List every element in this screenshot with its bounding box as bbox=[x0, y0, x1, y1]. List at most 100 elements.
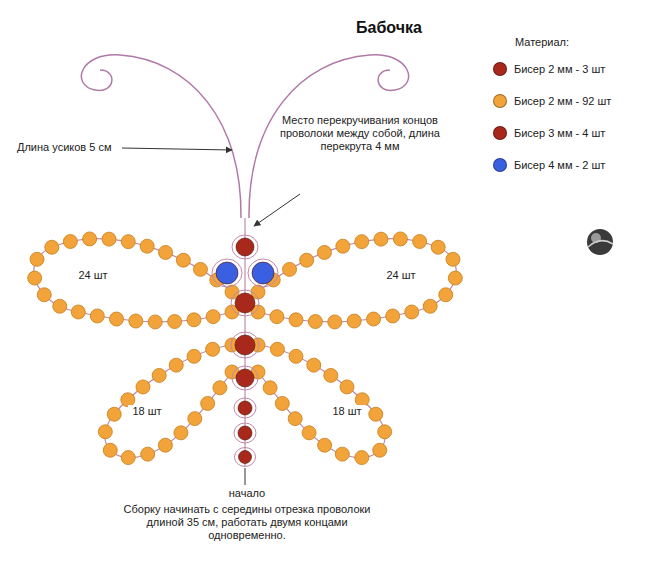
orange-bead bbox=[431, 240, 445, 254]
bead-count: 18 шт bbox=[128, 405, 166, 418]
legend-item: Бисер 2 мм - 92 шт bbox=[493, 94, 611, 108]
wing-wire bbox=[34, 239, 232, 322]
orange-bead bbox=[308, 315, 322, 329]
body-bead bbox=[238, 426, 252, 440]
orange-bead bbox=[187, 313, 201, 327]
orange-bead bbox=[159, 245, 173, 259]
body-bead bbox=[216, 262, 238, 284]
orange-bead bbox=[317, 245, 331, 259]
orange-bead bbox=[355, 235, 369, 249]
note: Место перекручивания концов проволоки ме… bbox=[278, 114, 442, 153]
body-bead bbox=[252, 262, 274, 284]
legend-swatch bbox=[493, 158, 507, 172]
legend-swatch bbox=[493, 126, 507, 140]
legend-swatch bbox=[493, 94, 507, 108]
body-bead bbox=[235, 335, 255, 355]
wire-loop bbox=[234, 423, 256, 443]
title: Бабочка bbox=[356, 18, 422, 38]
orange-bead bbox=[355, 451, 369, 465]
orange-bead bbox=[45, 240, 59, 254]
wire-loop bbox=[248, 259, 278, 287]
bead-count: 24 шт bbox=[382, 269, 420, 282]
orange-bead bbox=[206, 310, 220, 324]
wire-loop bbox=[232, 235, 258, 259]
wire-loop bbox=[235, 448, 256, 467]
orange-bead bbox=[307, 358, 321, 372]
orange-bead bbox=[174, 426, 188, 440]
orange-bead bbox=[168, 315, 182, 329]
orange-bead bbox=[103, 443, 117, 457]
orange-bead bbox=[378, 425, 392, 439]
bead-count: 18 шт bbox=[328, 405, 366, 418]
leader-line bbox=[245, 468, 246, 485]
orange-bead bbox=[109, 312, 123, 326]
orange-bead bbox=[30, 252, 44, 266]
legend-text: Бисер 2 мм - 3 шт bbox=[514, 63, 605, 76]
orange-bead bbox=[448, 271, 462, 285]
orange-bead bbox=[63, 235, 77, 249]
orange-bead bbox=[187, 349, 201, 363]
orange-bead bbox=[367, 312, 381, 326]
orange-bead bbox=[328, 315, 342, 329]
bead-count: 24 шт bbox=[74, 269, 112, 282]
orange-bead bbox=[393, 232, 407, 246]
orange-bead bbox=[347, 314, 361, 328]
body-bead bbox=[235, 293, 255, 313]
body-bead bbox=[236, 369, 254, 387]
note: Материал: bbox=[513, 36, 571, 49]
orange-bead bbox=[201, 396, 215, 410]
orange-bead bbox=[300, 253, 314, 267]
orange-bead bbox=[83, 232, 97, 246]
body-bead bbox=[238, 401, 252, 415]
orange-bead bbox=[270, 342, 284, 356]
orange-bead bbox=[121, 451, 135, 465]
orange-bead bbox=[335, 447, 349, 461]
orange-bead bbox=[136, 380, 150, 394]
orange-bead bbox=[176, 253, 190, 267]
legend-item: Бисер 2 мм - 3 шт bbox=[493, 62, 605, 76]
orange-bead bbox=[324, 368, 338, 382]
wing-wire bbox=[258, 345, 385, 458]
orange-bead bbox=[446, 252, 460, 266]
orange-bead bbox=[318, 438, 332, 452]
orange-bead bbox=[71, 305, 85, 319]
orange-bead bbox=[53, 299, 67, 313]
legend-text: Бисер 2 мм - 92 шт bbox=[514, 95, 611, 108]
orange-bead bbox=[369, 407, 383, 421]
orange-bead bbox=[423, 299, 437, 313]
orange-bead bbox=[275, 396, 289, 410]
note: Сборку начинать с середины отрезка прово… bbox=[110, 503, 384, 542]
orange-bead bbox=[336, 239, 350, 253]
orange-bead bbox=[152, 368, 166, 382]
wing-wire bbox=[258, 239, 456, 322]
leader-line bbox=[254, 194, 300, 226]
wire-loop bbox=[231, 332, 259, 358]
note: Длина усиков 5 см bbox=[15, 141, 113, 154]
orange-bead bbox=[107, 407, 121, 421]
orange-bead bbox=[141, 447, 155, 461]
orange-bead bbox=[340, 380, 354, 394]
orange-bead bbox=[289, 313, 303, 327]
orange-bead bbox=[283, 262, 297, 276]
orange-bead bbox=[374, 232, 388, 246]
orange-bead bbox=[90, 309, 104, 323]
legend-item: Бисер 3 мм - 4 шт bbox=[493, 126, 605, 140]
orange-bead bbox=[140, 239, 154, 253]
orange-bead bbox=[102, 232, 116, 246]
legend-swatch bbox=[493, 62, 507, 76]
orange-bead bbox=[37, 288, 51, 302]
note: начало bbox=[205, 487, 289, 500]
legend-text: Бисер 4 мм - 2 шт bbox=[514, 159, 605, 172]
orange-bead bbox=[98, 425, 112, 439]
orange-bead bbox=[121, 235, 135, 249]
orange-bead bbox=[213, 381, 227, 395]
orange-bead bbox=[263, 381, 277, 395]
orange-bead bbox=[413, 235, 427, 249]
orange-bead bbox=[270, 310, 284, 324]
orange-bead bbox=[206, 342, 220, 356]
orange-bead bbox=[158, 438, 172, 452]
logo bbox=[587, 229, 613, 255]
body-bead bbox=[239, 451, 252, 464]
body-bead bbox=[236, 238, 254, 256]
